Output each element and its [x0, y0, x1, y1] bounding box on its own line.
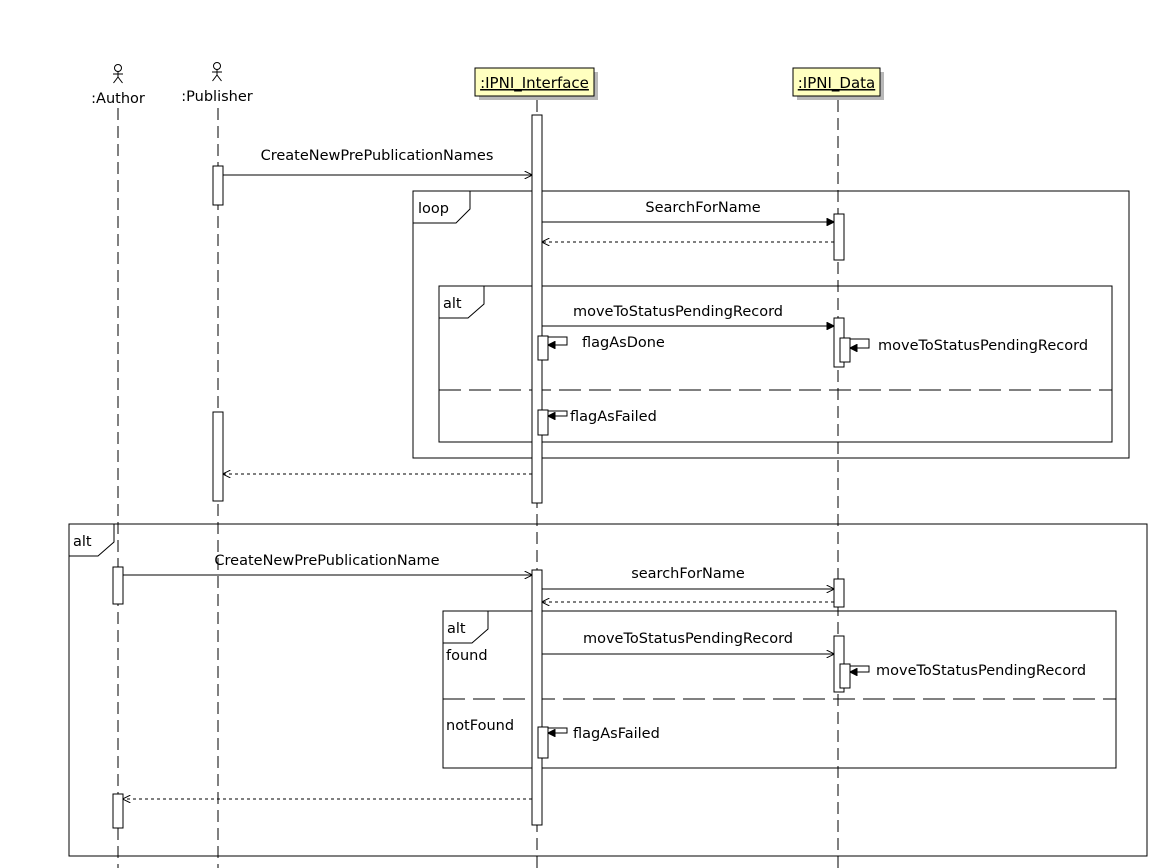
message-label: moveToStatusPendingRecord	[876, 663, 1086, 679]
activation-data-self	[839, 663, 851, 689]
alt-frame-inner-loop: alt	[438, 285, 1113, 443]
interface-label: :IPNI_Interface	[480, 74, 589, 93]
data-object[interactable]: :IPNI_Data	[792, 67, 884, 100]
author-label: :Author	[91, 91, 145, 107]
message-label: CreateNewPrePublicationNames	[261, 148, 494, 164]
activation-data	[833, 213, 845, 261]
activation-author	[112, 793, 124, 829]
stick-figure-icon	[113, 64, 123, 84]
publisher-label: :Publisher	[181, 89, 252, 105]
message-label: flagAsFailed	[573, 726, 660, 742]
activation-interface-self	[537, 335, 549, 361]
self-message-arrow	[850, 338, 870, 348]
alt-frame-found: alt found notFound	[442, 610, 1117, 769]
activation-publisher	[212, 411, 224, 502]
activation-publisher	[212, 165, 224, 206]
activation-author	[112, 566, 124, 605]
activation-data	[833, 578, 845, 608]
data-label: :IPNI_Data	[798, 74, 875, 93]
activation-interface-self	[537, 726, 549, 759]
alt-frame-label: alt	[73, 534, 92, 550]
guard-notfound: notFound	[446, 718, 514, 734]
message-label: flagAsFailed	[570, 409, 657, 425]
message-label: searchForName	[631, 566, 745, 582]
message-label: CreateNewPrePublicationName	[214, 553, 439, 569]
loop-frame-label: loop	[418, 201, 449, 217]
interface-object[interactable]: :IPNI_Interface	[474, 67, 598, 100]
self-message-arrow	[850, 665, 870, 672]
activation-interface-self	[537, 409, 549, 436]
author-actor[interactable]: :Author	[91, 64, 145, 108]
loop-frame: loop	[412, 190, 1130, 459]
activation-interface	[531, 569, 543, 826]
message-label: moveToStatusPendingRecord	[583, 631, 793, 647]
activation-data-self	[839, 337, 851, 363]
stick-figure-icon	[212, 62, 222, 82]
message-label: SearchForName	[645, 200, 760, 216]
alt-frame-label: alt	[447, 621, 466, 637]
alt-frame-outer: alt	[68, 523, 1148, 857]
message-label: flagAsDone	[582, 335, 665, 351]
alt-frame-label: alt	[443, 296, 462, 312]
self-message-arrow	[548, 727, 568, 733]
self-message-arrow	[548, 410, 568, 416]
message-label: moveToStatusPendingRecord	[573, 304, 783, 320]
activation-interface	[531, 114, 543, 504]
message-label: moveToStatusPendingRecord	[878, 338, 1088, 354]
publisher-actor[interactable]: :Publisher	[181, 62, 253, 106]
guard-found: found	[446, 648, 488, 664]
self-message-arrow	[548, 336, 568, 345]
